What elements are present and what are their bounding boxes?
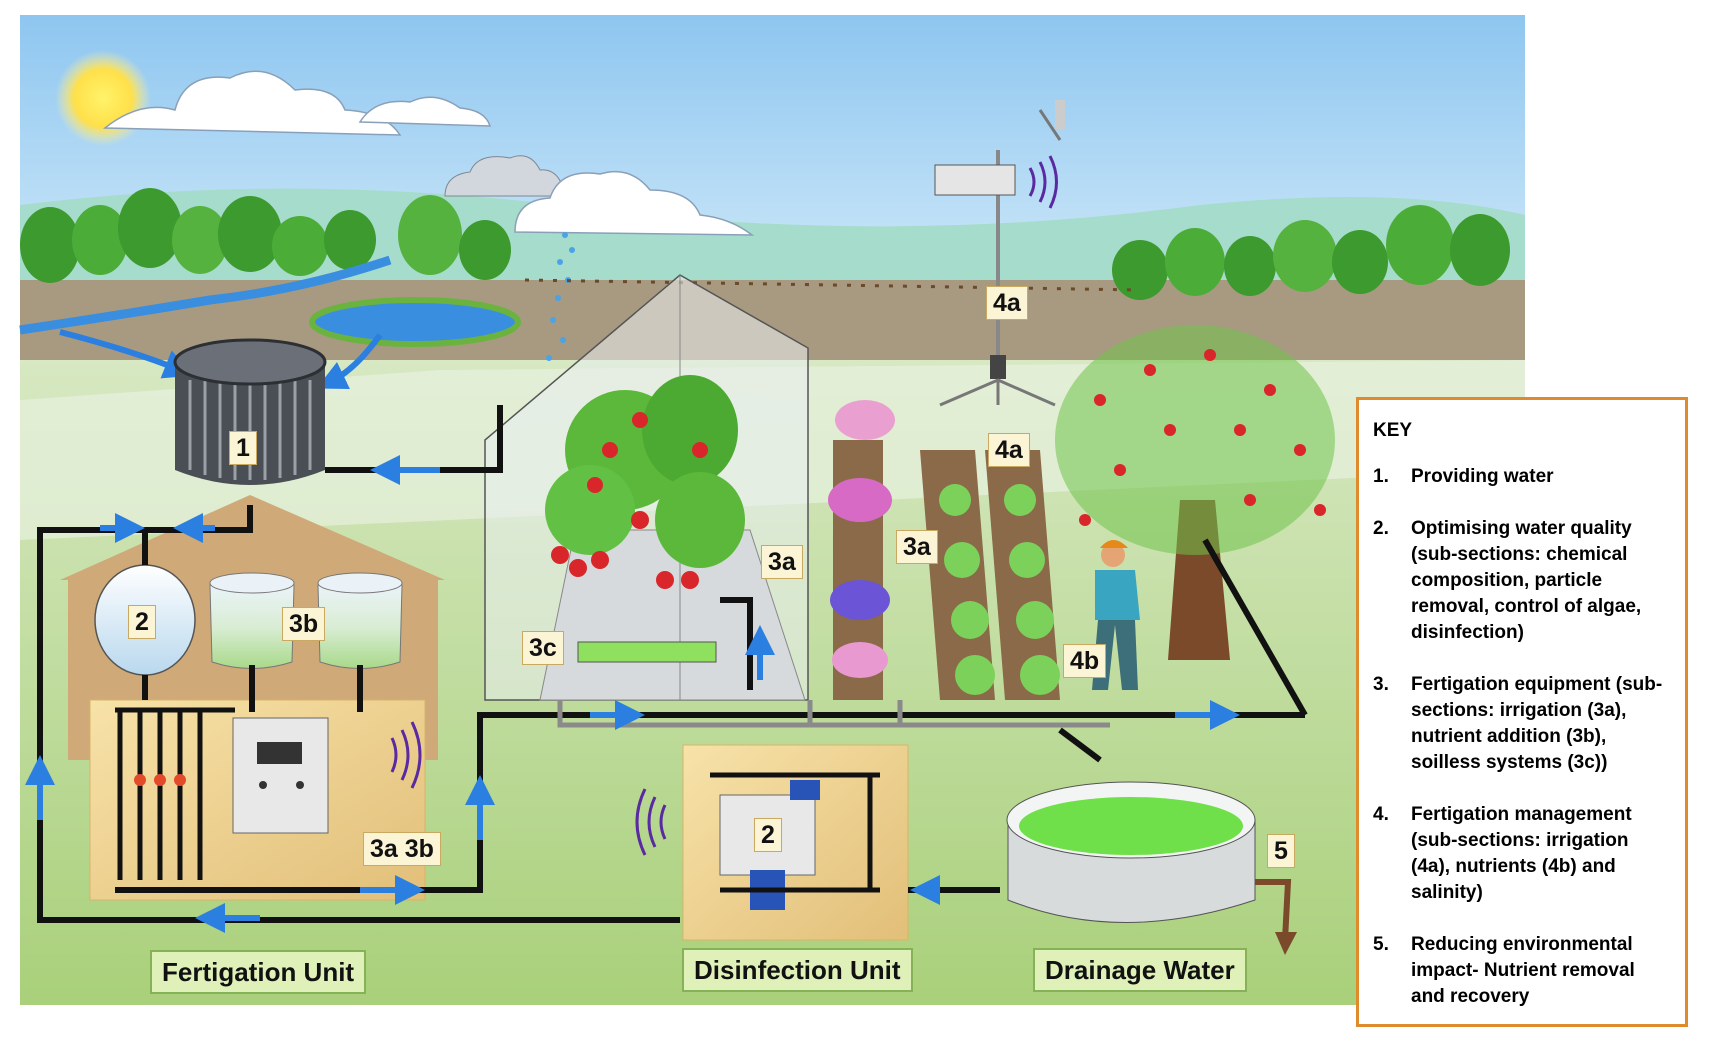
key-title: KEY [1373,420,1413,441]
tag-4b: 4b [1063,644,1107,678]
dosing-manifold [115,707,235,880]
tag-5: 5 [1267,834,1295,868]
tag-3a-3b: 3a 3b [363,832,441,866]
tag-1: 1 [229,431,257,465]
key-item-number: 3. [1373,674,1389,695]
flow-arrows [25,455,1240,933]
wireless-signal-icon [390,721,422,789]
disinfection-signal-icon [635,788,667,856]
key-item: 2. Optimising water quality (sub-sections… [1373,516,1671,646]
tag-4a-station: 4a [986,286,1028,320]
tag-3a-greenhouse: 3a [761,545,803,579]
fertigation-unit-label: Fertigation Unit [150,950,367,994]
rain-cloud-icon [444,155,755,236]
tomato-plants [545,375,745,589]
key-item-text: Fertigation management (sub-sections: ir… [1411,804,1632,903]
key-item-text: Reducing environmental impact- Nutrient … [1411,934,1635,1007]
tag-3b: 3b [282,607,326,641]
key-item: 3. Fertigation equipment (sub-sections: i… [1373,672,1671,776]
tag-3a-flowers: 3a [896,530,938,564]
tag-2-disinfector: 2 [754,818,782,852]
key-item-text: Fertigation equipment (sub-sections: irr… [1411,674,1663,773]
soilless-trough [577,641,717,663]
key-item-text: Providing water [1411,466,1554,487]
key-item-number: 1. [1373,466,1389,487]
key-item: 5. Reducing environmental impact- Nutrien… [1373,932,1671,1010]
fertigation-controller [232,717,329,834]
apple-tree [1055,325,1335,660]
weather-signal-icon [1028,155,1058,209]
key-item-number: 4. [1373,804,1389,825]
key-item-number: 5. [1373,934,1389,955]
lettuce-beds [920,450,1060,700]
key-item-number: 2. [1373,518,1389,539]
key-item-text: Optimising water quality (sub-sections: … [1411,518,1642,643]
river [19,255,392,335]
tag-4a-field: 4a [988,433,1030,467]
weather-station [934,100,1065,407]
nutrient-tank-right [317,572,403,669]
drain-collector-pipe [557,700,1110,728]
disinfection-unit-label: Disinfection Unit [682,948,913,992]
pond-to-tank-arrow [316,333,383,390]
tag-2-conditioner: 2 [128,605,156,639]
key-list: 1. Providing water 2. Optimising water qua… [1373,464,1671,1010]
tag-3c: 3c [522,631,564,665]
dosing-valves [134,774,186,786]
pond [309,297,521,347]
flower-tower [828,400,895,700]
key-panel: KEY 1. Providing water 2. Optimising water… [1356,397,1688,1027]
nutrient-tank-left [209,572,295,669]
tree-line-right [1112,205,1510,300]
river-to-tank-arrow [59,329,194,379]
key-item: 4. Fertigation management (sub-sections: … [1373,802,1671,906]
drainage-tank [1006,781,1297,955]
sun-icon [55,50,151,146]
key-item: 1. Providing water [1373,464,1671,490]
cloud-icon [102,70,492,136]
tree-line-left [20,188,511,283]
drainage-water-label: Drainage Water [1033,948,1247,992]
